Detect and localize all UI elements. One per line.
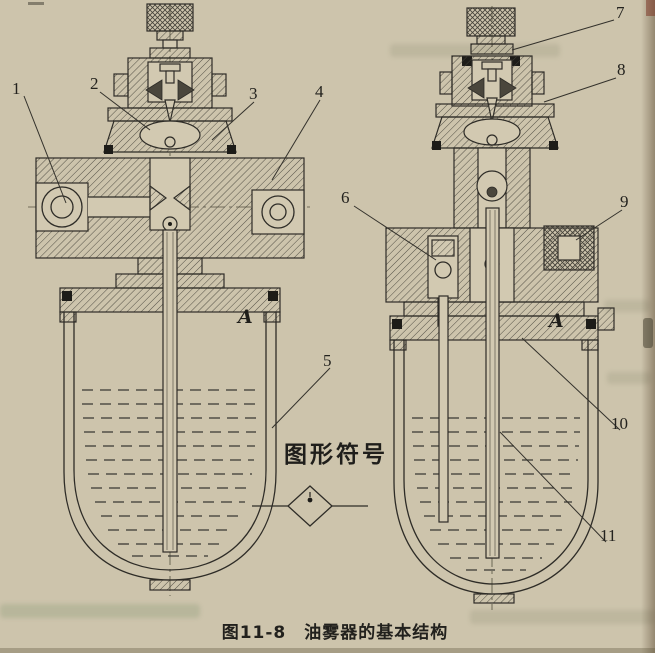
air-channel [88,197,164,217]
check-ball [486,186,498,198]
locknut [470,43,514,55]
callout-2: 2 [90,74,99,93]
callout-10: 10 [611,414,628,433]
check-valve-tube [438,295,449,523]
view-marker-a-right: A [549,310,564,332]
lubricator-symbol [252,485,368,527]
callout-1: 1 [12,79,21,98]
bowl-foot [473,593,515,604]
view-marker-a-left: A [238,306,253,328]
wing-nut [145,79,163,101]
sight-glass [476,170,508,202]
siphon-tube [485,207,500,559]
inlet-port [35,182,89,232]
wing-nut [467,77,485,99]
figure-caption: 图11-8 油雾器的基本结构 [221,623,449,643]
siphon-tube [162,229,178,553]
callout-5: 5 [323,351,332,370]
callout-11: 11 [600,526,617,545]
callout-7: 7 [616,3,625,22]
leader-lines [23,19,623,543]
venturi [149,184,167,212]
knurled-knob [466,7,516,37]
oil-level-dashes-left [82,389,258,557]
callout-8: 8 [617,60,626,79]
callout-9: 9 [620,192,629,211]
callout-6: 6 [341,188,350,207]
graphic-symbol-label: 图形符号 [284,442,388,468]
right-lubricator-drawing [385,6,615,610]
locknut [149,47,191,59]
oil-drop [307,497,313,503]
callout-3: 3 [249,84,258,103]
bowl-foot [149,579,191,591]
outlet-port [251,189,305,235]
left-lubricator-drawing [28,3,312,596]
knurled-knob [146,3,194,32]
seal [104,145,113,154]
callout-4: 4 [315,82,324,101]
mounting-tab [597,307,615,331]
